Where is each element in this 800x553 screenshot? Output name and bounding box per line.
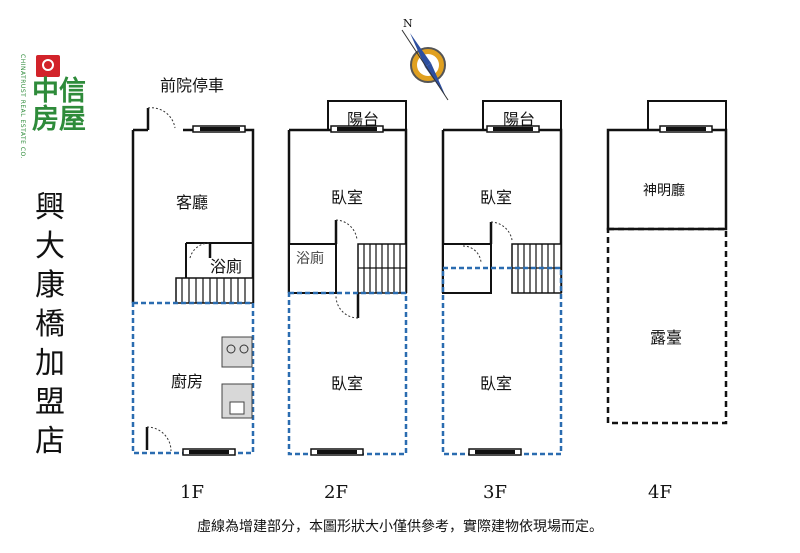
floor-label-2f: 2F bbox=[324, 482, 348, 503]
floor-3f bbox=[441, 100, 563, 456]
store-name-char: 盟 bbox=[35, 385, 65, 420]
label-f1-parking: 前院停車 bbox=[160, 76, 225, 95]
label-f4-shrine: 神明廳 bbox=[643, 183, 685, 199]
store-name-char: 橋 bbox=[35, 307, 65, 342]
floor-label-3f: 3F bbox=[483, 482, 507, 503]
label-f2-bedroom-top: 臥室 bbox=[331, 188, 364, 207]
brand-logo-icon bbox=[36, 55, 60, 77]
store-name-char: 店 bbox=[35, 424, 65, 459]
floor-4f bbox=[606, 100, 728, 425]
compass-n-icon bbox=[401, 29, 449, 101]
label-f2-bath: 浴廁 bbox=[296, 251, 324, 267]
disclaimer-note: 虛線為增建部分，本圖形狀大小僅供參考，實際建物依現場而定。 bbox=[197, 519, 603, 535]
label-f1-kitchen: 廚房 bbox=[171, 372, 204, 391]
floor-label-4f: 4F bbox=[648, 482, 672, 503]
store-name-char: 加 bbox=[35, 346, 65, 381]
label-f1-bath: 浴廁 bbox=[210, 257, 243, 276]
label-f2-balcony: 陽台 bbox=[347, 110, 380, 129]
brand-name: 中信房屋 bbox=[32, 76, 86, 135]
compass-letter: N bbox=[403, 17, 413, 30]
floor-2f bbox=[287, 100, 408, 456]
brand-vertical-text: CHINATRUST REAL ESTATE CO. bbox=[19, 54, 26, 159]
label-f3-balcony: 陽台 bbox=[503, 110, 536, 129]
store-name-char: 康 bbox=[35, 268, 65, 303]
floor-label-1f: 1F bbox=[180, 482, 204, 503]
store-name-char: 興 bbox=[35, 190, 65, 225]
label-f3-bedroom-top: 臥室 bbox=[480, 188, 513, 207]
store-name-char: 大 bbox=[35, 229, 65, 264]
floor-1f bbox=[131, 107, 255, 456]
label-f4-terrace: 露臺 bbox=[650, 328, 683, 347]
label-f3-bedroom-bottom: 臥室 bbox=[480, 374, 513, 393]
label-f2-bedroom-bottom: 臥室 bbox=[331, 374, 364, 393]
store-name: 興 大 康 橋 加 盟 店 bbox=[32, 188, 68, 461]
label-f1-living: 客廳 bbox=[176, 193, 209, 212]
